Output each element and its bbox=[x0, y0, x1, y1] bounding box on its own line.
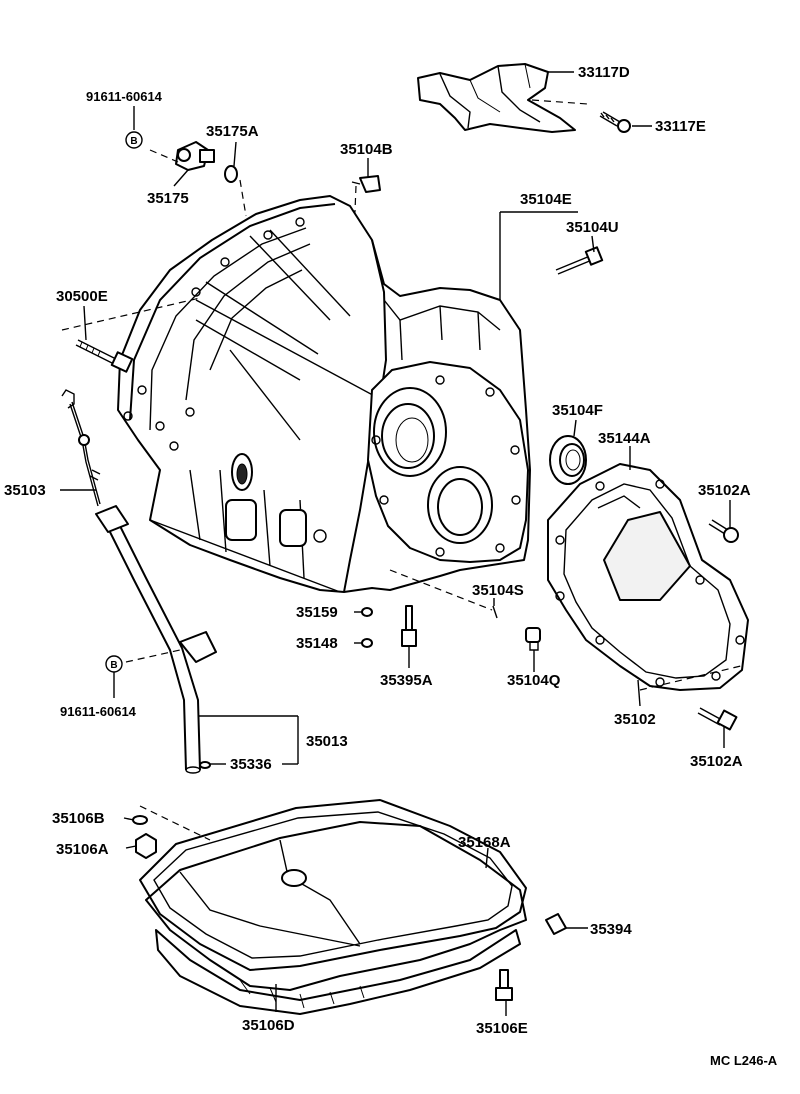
label-35106d: 35106D bbox=[242, 1017, 295, 1034]
oil-pan-part bbox=[145, 821, 527, 1015]
bolt-badge-top: B bbox=[125, 131, 143, 149]
speed-sensor-part bbox=[175, 141, 215, 171]
pan-gasket-part bbox=[139, 799, 527, 971]
label-30500e: 30500E bbox=[56, 288, 108, 305]
o-ring-35336 bbox=[199, 761, 211, 769]
dipstick-part bbox=[61, 389, 101, 507]
label-35013: 35013 bbox=[306, 733, 348, 750]
bolt-35104u bbox=[555, 246, 604, 275]
pin-35104s bbox=[492, 605, 498, 619]
label-35102a-bottom: 35102A bbox=[690, 753, 743, 770]
bolt-30500e bbox=[75, 339, 134, 373]
o-ring-35175a bbox=[224, 165, 238, 183]
label-35144a: 35144A bbox=[598, 430, 651, 447]
heat-shield-part bbox=[417, 63, 576, 133]
label-35106e: 35106E bbox=[476, 1020, 528, 1037]
label-35106b: 35106B bbox=[52, 810, 105, 827]
label-35148: 35148 bbox=[296, 635, 338, 652]
bolt-33117e bbox=[599, 111, 631, 133]
label-35104s: 35104S bbox=[472, 582, 524, 599]
bolt-35106e bbox=[495, 969, 513, 1001]
plug-35104q bbox=[525, 627, 541, 651]
washer-35106b bbox=[132, 815, 148, 825]
drain-plug-35106a bbox=[135, 833, 157, 859]
label-35104u: 35104U bbox=[566, 219, 619, 236]
ring-35159 bbox=[361, 607, 373, 617]
temp-sensor-35395a bbox=[401, 605, 417, 647]
diagram-code: MC L246-A bbox=[710, 1053, 778, 1068]
label-35175a: 35175A bbox=[206, 123, 259, 140]
ring-35148 bbox=[361, 638, 373, 648]
dipstick-tube-part bbox=[95, 505, 217, 774]
breather-plug-part bbox=[351, 175, 381, 193]
label-91611-bottom: 91611-60614 bbox=[60, 704, 137, 719]
bolt-badge-bottom: B bbox=[105, 655, 123, 673]
oil-seal-35104f bbox=[549, 435, 587, 485]
label-35168a: 35168A bbox=[458, 834, 511, 851]
label-35395a: 35395A bbox=[380, 672, 433, 689]
label-35394: 35394 bbox=[590, 921, 632, 938]
label-35336: 35336 bbox=[230, 756, 272, 773]
side-cover-part bbox=[547, 463, 749, 691]
label-35159: 35159 bbox=[296, 604, 338, 621]
bolt-35102a-upper bbox=[708, 519, 739, 543]
bolt-35102a-lower bbox=[697, 707, 738, 731]
label-91611-top: 91611-60614 bbox=[86, 89, 163, 104]
label-35104q: 35104Q bbox=[507, 672, 561, 689]
label-35104f: 35104F bbox=[552, 402, 603, 419]
label-35104e: 35104E bbox=[520, 191, 572, 208]
svg-text:B: B bbox=[110, 660, 117, 671]
label-35103: 35103 bbox=[4, 482, 46, 499]
label-33117e: 33117E bbox=[655, 118, 706, 135]
label-35102a-top: 35102A bbox=[698, 482, 751, 499]
label-33117d: 33117D bbox=[578, 64, 630, 81]
label-35102: 35102 bbox=[614, 711, 656, 728]
label-35106a: 35106A bbox=[56, 841, 109, 858]
svg-text:B: B bbox=[130, 136, 137, 147]
leader-lines bbox=[60, 71, 731, 1016]
transaxle-case-part bbox=[117, 195, 531, 593]
label-35104b: 35104B bbox=[340, 141, 393, 158]
label-35175: 35175 bbox=[147, 190, 189, 207]
magnet-35394 bbox=[545, 913, 567, 935]
